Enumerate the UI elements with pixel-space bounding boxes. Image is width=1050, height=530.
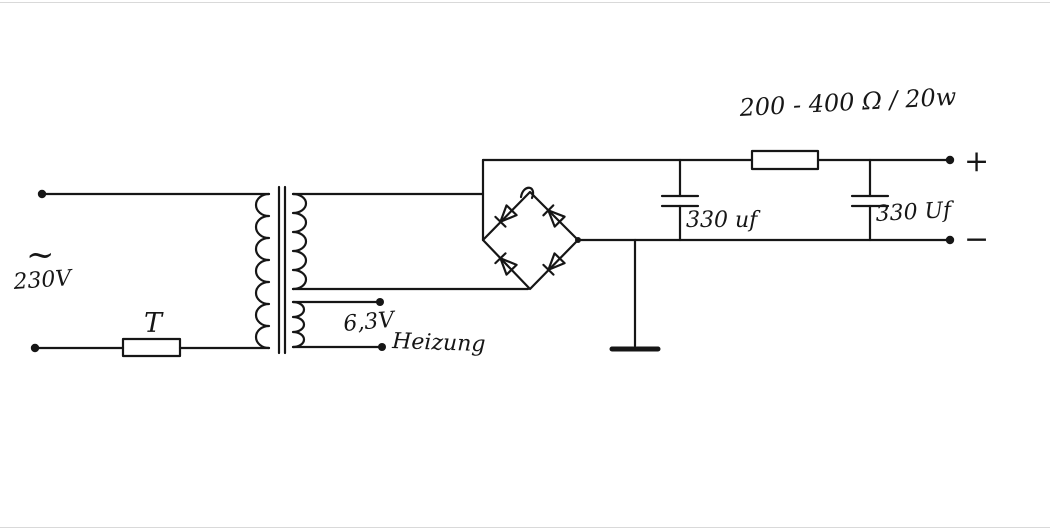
- fuse-body: [121, 337, 182, 358]
- output-plus-label: +: [964, 144, 989, 179]
- ac-symbol-label: ~: [26, 235, 55, 275]
- diode-triangle: [547, 209, 566, 228]
- heater-voltage-label: 6,3V: [342, 307, 397, 337]
- heater-name-label: Heizung: [391, 329, 486, 357]
- ac-voltage-label: 230V: [12, 266, 75, 295]
- diode-bottom-right: [542, 252, 566, 276]
- transformer-heater-coil: [291, 300, 306, 349]
- diode-triangle: [499, 204, 518, 223]
- resistor-value-label: 200 - 400 Ω / 20w: [738, 83, 958, 122]
- transformer-primary-coil: [254, 192, 271, 350]
- bridge-top-pen-loop: [519, 186, 535, 200]
- diode-cathode-bar: [542, 204, 555, 217]
- diode-top-right: [542, 204, 566, 228]
- output-minus-label: −: [964, 222, 989, 257]
- cap1-value-label: 330 uf: [686, 208, 761, 233]
- diode-top-left: [494, 204, 518, 228]
- output-minus-terminal: [945, 235, 955, 245]
- fuse-label: T: [144, 308, 164, 339]
- scan-artifact-bottom: [0, 527, 1050, 528]
- heater-terminal-bottom: [378, 343, 386, 351]
- heater-terminal-top: [376, 298, 384, 306]
- diode-triangle: [499, 257, 518, 276]
- output-plus-terminal: [945, 155, 955, 165]
- diode-bottom-left: [494, 252, 518, 276]
- diode-triangle: [547, 252, 566, 271]
- scan-artifact-top: [0, 2, 1050, 3]
- transformer-secondary-coil: [291, 192, 308, 291]
- diode-cathode-bar: [494, 252, 507, 265]
- cap2-value-label: 330 Uf: [875, 198, 956, 227]
- resistor-body: [750, 149, 820, 171]
- diode-cathode-bar: [494, 215, 507, 228]
- diode-cathode-bar: [542, 263, 555, 276]
- bridge-rectifier-diamond: [481, 190, 580, 291]
